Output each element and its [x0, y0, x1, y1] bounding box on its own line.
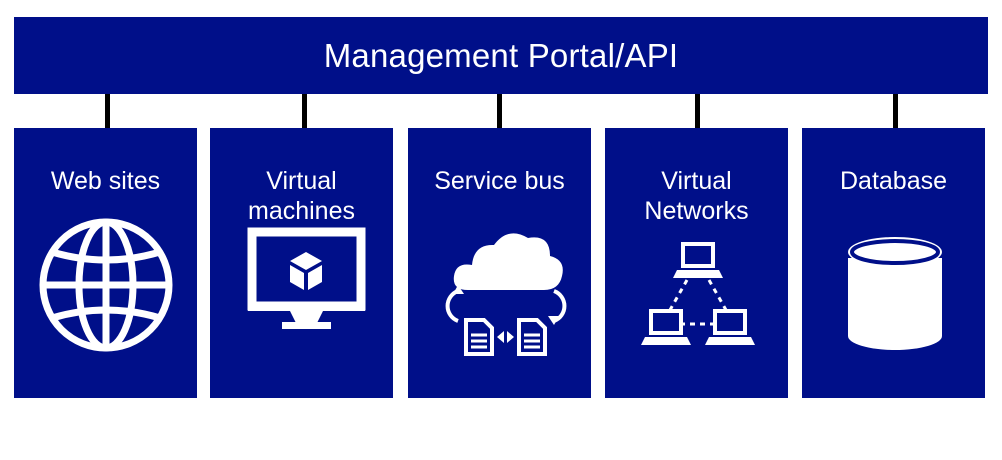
- management-portal-title: Management Portal/API: [323, 36, 679, 74]
- connector-virtual-networks: [695, 94, 700, 130]
- cloud-documents-icon: [445, 233, 567, 356]
- management-portal-bar: Management Portal/API: [14, 17, 988, 94]
- monitor-cube-icon: [247, 227, 366, 329]
- connector-web-sites: [105, 94, 110, 130]
- tile-virtual-machines: Virtual machines: [210, 128, 393, 398]
- tile-service-bus: Service bus: [408, 128, 591, 398]
- tile-label-virtual-networks: Virtual Networks: [644, 167, 749, 225]
- connector-database: [893, 94, 898, 130]
- tile-label-web-sites: Web sites: [50, 167, 161, 195]
- connector-service-bus: [497, 94, 502, 130]
- tile-web-sites: Web sites: [14, 128, 197, 398]
- tile-virtual-networks: Virtual Networks: [605, 128, 788, 398]
- network-computers-icon: [641, 242, 755, 345]
- connector-virtual-machines: [302, 94, 307, 130]
- tile-database: Database: [802, 128, 985, 398]
- database-cylinder-icon: [848, 237, 942, 350]
- tile-label-database: Database: [839, 167, 948, 195]
- globe-icon: [39, 218, 173, 352]
- tile-label-service-bus: Service bus: [434, 167, 565, 195]
- tile-label-virtual-machines: Virtual machines: [248, 167, 355, 225]
